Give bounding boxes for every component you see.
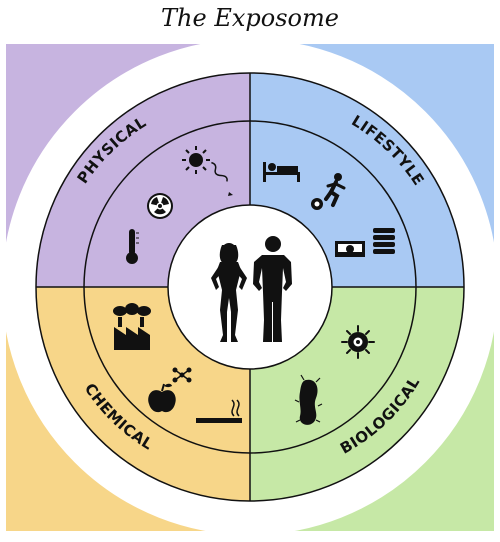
outer-ring-band [2,39,498,535]
molecule-icon [172,367,192,383]
bed-icon [263,162,300,182]
virus-icon [341,325,375,359]
factory-icon [113,303,151,350]
apple-icon [148,383,176,413]
sun-icon [182,146,233,196]
coins-icon [373,228,395,254]
cigarette-icon [196,399,242,423]
radiation-icon [147,193,173,219]
center-circle [167,204,333,370]
running-person-icon [311,173,346,210]
money-icon [335,241,365,257]
bacteria-icon [294,374,323,425]
people-silhouette-icon [211,236,292,342]
thermometer-icon [126,229,139,264]
diagram-title: The Exposome [161,4,339,32]
